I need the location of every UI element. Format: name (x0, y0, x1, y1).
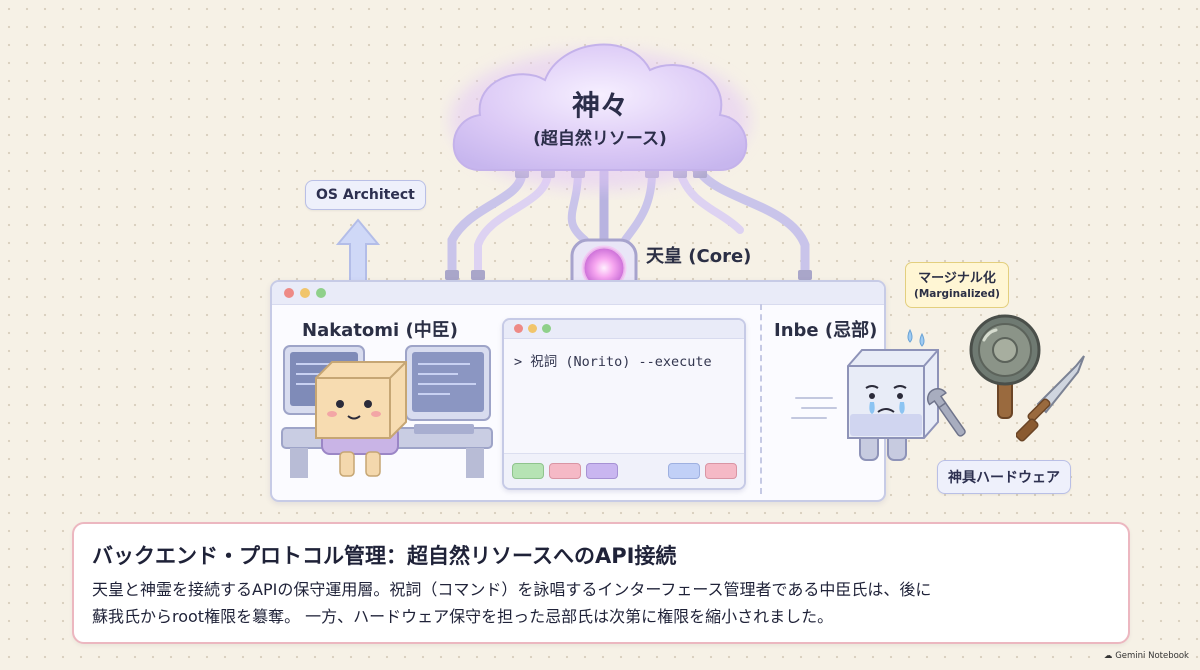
inbe-label: Inbe (忌部) (774, 320, 878, 341)
marginalized-label: マージナル化 (Marginalized) (905, 262, 1009, 308)
sword-icon (1016, 355, 1085, 442)
nakatomi-character-icon (281, 345, 493, 478)
minimize-dot-icon[interactable] (300, 288, 310, 298)
panel-body: 天皇と神霊を接続するAPIの保守運用層。祝詞（コマンド）を詠唱するインターフェー… (92, 576, 1112, 630)
nakatomi-label: Nakatomi (中臣) (302, 320, 458, 341)
terminal-command[interactable]: > 祝詞 (Norito) --execute (514, 354, 712, 370)
main-window-titlebar (272, 282, 884, 305)
terminal-button-purple[interactable] (586, 463, 618, 479)
marginalized-line1: マージナル化 (918, 271, 996, 286)
section-divider (760, 304, 762, 494)
sweat-drops-icon (907, 328, 925, 347)
terminal-button-rose[interactable] (705, 463, 737, 479)
wrench-icon (926, 388, 966, 437)
terminal-footer (504, 453, 744, 488)
inbe-character-icon (791, 328, 966, 461)
description-panel: バックエンド・プロトコル管理：超自然リソースへのAPI接続 天皇と神霊を接続する… (72, 522, 1130, 644)
panel-body-line1: 天皇と神霊を接続するAPIの保守運用層。祝詞（コマンド）を詠唱するインターフェー… (92, 580, 932, 599)
close-dot-icon[interactable] (284, 288, 294, 298)
terminal-button-green[interactable] (512, 463, 544, 479)
terminal-button-pink[interactable] (549, 463, 581, 479)
arrow-up-icon (336, 218, 380, 283)
maximize-dot-icon[interactable] (316, 288, 326, 298)
cloud-subtitle: (超自然リソース) (533, 129, 667, 149)
footer-brand: ☁ Gemini Notebook (1104, 651, 1189, 661)
os-architect-label: OS Architect (305, 180, 426, 210)
brand-name: Gemini Notebook (1115, 651, 1189, 661)
cloud-title: 神々 (571, 89, 628, 122)
cloud-icon (450, 43, 750, 190)
panel-title: バックエンド・プロトコル管理：超自然リソースへのAPI接続 (92, 544, 677, 568)
terminal-maximize-dot-icon[interactable] (542, 324, 551, 333)
brand-logo-icon: ☁ (1104, 651, 1116, 661)
terminal-titlebar (504, 320, 744, 339)
terminal-window[interactable]: > 祝詞 (Norito) --execute (502, 318, 746, 490)
marginalized-line2: (Marginalized) (914, 288, 1000, 300)
terminal-minimize-dot-icon[interactable] (528, 324, 537, 333)
terminal-close-dot-icon[interactable] (514, 324, 523, 333)
core-label: 天皇 (Core) (646, 246, 752, 267)
cloud: 神々 (超自然リソース) (440, 20, 760, 200)
hardware-label: 神具ハードウェア (937, 460, 1071, 494)
panel-body-line2: 蘇我氏からroot権限を簒奪。 一方、ハードウェア保守を担った忌部氏は次第に権限… (92, 607, 834, 626)
mirror-icon (969, 314, 1041, 419)
terminal-button-blue[interactable] (668, 463, 700, 479)
